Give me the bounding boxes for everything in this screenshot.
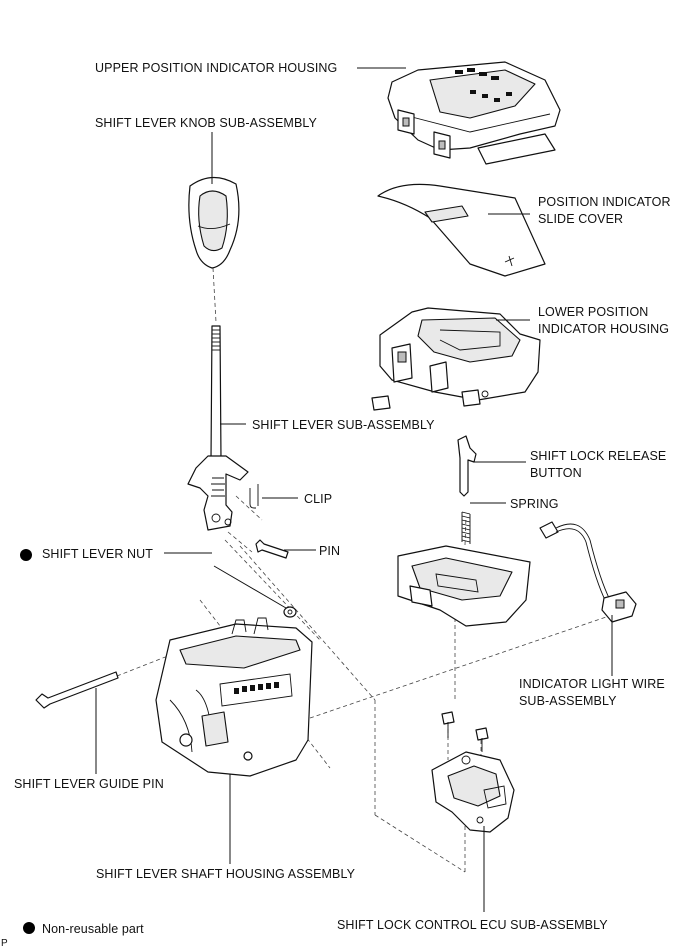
legend-non-reusable-part: Non-reusable part	[42, 922, 144, 936]
clip	[249, 484, 259, 509]
label-shift-lever-guide-pin: SHIFT LEVER GUIDE PIN	[14, 777, 164, 791]
shift-lock-base	[397, 545, 531, 627]
label-shift-lock-control-ecu-sub-assembly: SHIFT LOCK CONTROL ECU SUB-ASSEMBLY	[337, 918, 608, 932]
shift-lever-knob	[188, 176, 240, 269]
indicator-light-wire	[539, 521, 637, 623]
label-spring: SPRING	[510, 497, 559, 511]
shift-lock-control-ecu	[431, 751, 515, 833]
shift-lever-shaft-housing	[155, 617, 313, 777]
label-indicator-light-wire-line2: SUB-ASSEMBLY	[519, 694, 617, 708]
label-position-indicator-slide-cover-line2: SLIDE COVER	[538, 212, 624, 226]
spring	[461, 511, 471, 544]
label-shift-lever-knob-sub-assembly: SHIFT LEVER KNOB SUB-ASSEMBLY	[95, 116, 317, 130]
label-shift-lock-release-button-line1: SHIFT LOCK RELEASE	[530, 449, 667, 463]
leader-lines	[95, 67, 613, 912]
label-lower-position-indicator-housing-line2: INDICATOR HOUSING	[538, 322, 670, 336]
label-lower-position-indicator-housing-line1: LOWER POSITION	[538, 305, 649, 319]
pin	[255, 539, 289, 559]
filled-circle-icon	[20, 549, 32, 561]
label-pin: PIN	[319, 544, 341, 558]
label-clip: CLIP	[304, 492, 333, 506]
label-shift-lever-sub-assembly: SHIFT LEVER SUB-ASSEMBLY	[252, 418, 435, 432]
label-upper-position-indicator-housing: UPPER POSITION INDICATOR HOUSING	[95, 61, 338, 75]
position-indicator-slide-cover	[377, 183, 546, 277]
filled-circle-icon	[23, 922, 35, 934]
upper-position-indicator-housing	[387, 61, 561, 165]
shift-lever	[187, 325, 249, 531]
ecu-bolts	[441, 711, 489, 752]
label-shift-lever-nut: SHIFT LEVER NUT	[42, 547, 154, 561]
corner-mark: P	[1, 938, 8, 949]
label-shift-lock-release-button-line2: BUTTON	[530, 466, 582, 480]
label-position-indicator-slide-cover-line1: POSITION INDICATOR	[538, 195, 671, 209]
shift-lever-nut	[213, 565, 297, 618]
lower-position-indicator-housing	[371, 307, 541, 411]
label-indicator-light-wire-line1: INDICATOR LIGHT WIRE	[519, 677, 665, 691]
label-shift-lever-shaft-housing-assembly: SHIFT LEVER SHAFT HOUSING ASSEMBLY	[96, 867, 356, 881]
shift-lock-release-button	[457, 435, 477, 497]
shift-lever-guide-pin	[35, 671, 119, 709]
